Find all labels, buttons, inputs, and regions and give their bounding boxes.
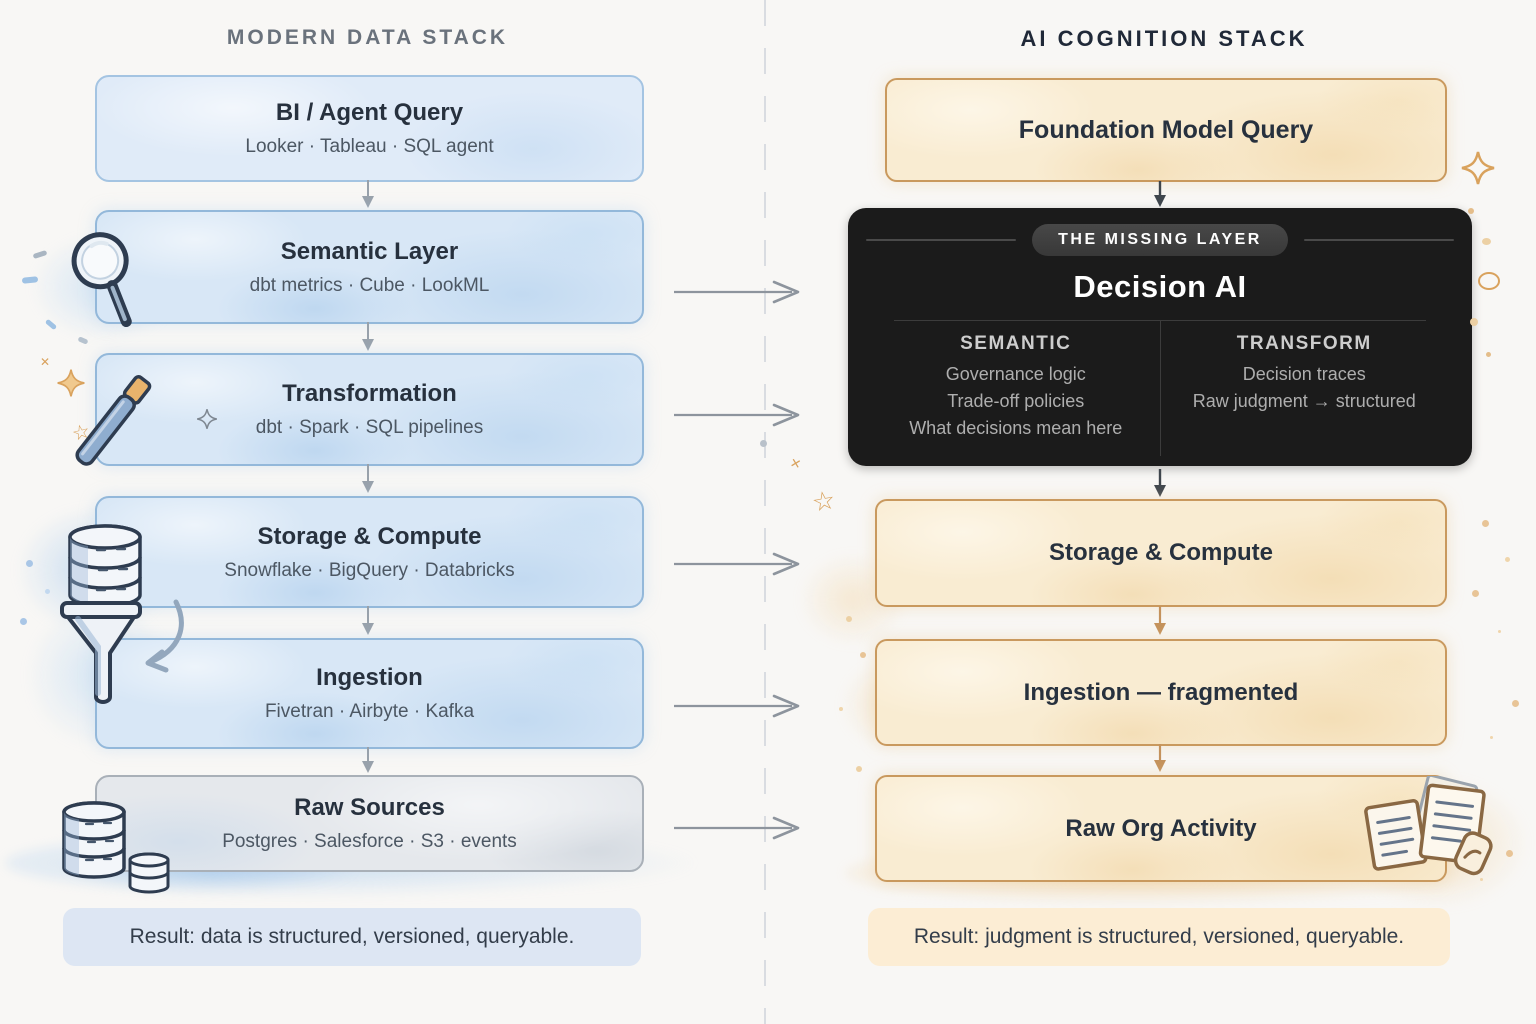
box-semantic-layer: Semantic Layer dbt metrics · Cube · Look… bbox=[95, 210, 644, 324]
flow-arrow-right bbox=[674, 816, 800, 840]
decor-dot bbox=[1482, 520, 1489, 527]
column-divider bbox=[764, 0, 766, 1024]
box-title: Raw Org Activity bbox=[1065, 814, 1257, 842]
decor-dot bbox=[1470, 318, 1478, 326]
sparkle-icon bbox=[57, 369, 85, 397]
down-arrow-tan bbox=[1154, 606, 1166, 635]
decor-dot bbox=[1486, 352, 1491, 357]
column-item: Trade-off policies bbox=[947, 391, 1085, 411]
box-title: BI / Agent Query bbox=[275, 99, 464, 126]
down-arrow bbox=[362, 322, 374, 351]
sparkle-icon bbox=[1461, 151, 1495, 185]
divider-line bbox=[894, 320, 1426, 321]
column-item: Raw judgment → structured bbox=[1192, 391, 1416, 411]
star-icon: ✕ bbox=[788, 454, 803, 473]
box-subtitle: dbt metrics · Cube · LookML bbox=[249, 274, 490, 296]
box-title: Raw Sources bbox=[294, 794, 445, 821]
column-header: SEMANTIC bbox=[960, 333, 1072, 354]
flow-arrow-right bbox=[674, 403, 800, 427]
sparkle-icon bbox=[197, 409, 217, 429]
paintbrush-icon bbox=[75, 375, 152, 466]
box-raw-sources: Raw Sources Postgres · Salesforce · S3 ·… bbox=[95, 775, 644, 872]
box-title: Storage & Compute bbox=[1048, 539, 1273, 566]
box-subtitle: Snowflake · BigQuery · Databricks bbox=[224, 559, 515, 581]
box-bi-agent-query: BI / Agent Query Looker · Tableau · SQL … bbox=[95, 75, 644, 182]
column-item: Decision traces bbox=[1242, 364, 1366, 384]
decor-dot bbox=[26, 560, 33, 567]
box-title: Semantic Layer bbox=[280, 237, 459, 265]
box-title: Transformation bbox=[282, 380, 457, 407]
box-subtitle: Postgres · Salesforce · S3 · events bbox=[222, 831, 517, 852]
down-arrow bbox=[362, 180, 374, 208]
box-transformation: Transformation dbt · Spark · SQL pipelin… bbox=[95, 353, 644, 466]
decor-dot bbox=[1468, 208, 1474, 214]
box-title: Ingestion bbox=[316, 664, 423, 691]
column-item: What decisions mean here bbox=[909, 418, 1123, 438]
flow-arrow-right bbox=[674, 694, 800, 718]
flow-arrow-right bbox=[674, 280, 800, 304]
column-header: TRANSFORM bbox=[1236, 333, 1372, 354]
down-arrow bbox=[362, 464, 374, 493]
down-arrow-tan bbox=[1154, 744, 1166, 772]
box-decision-ai: THE MISSING LAYER Decision AI SEMANTIC G… bbox=[848, 208, 1472, 466]
box-title: Storage & Compute bbox=[257, 522, 482, 550]
transform-column: TRANSFORM Decision traces Raw judgment →… bbox=[1159, 321, 1449, 456]
box-title: Foundation Model Query bbox=[1018, 115, 1314, 144]
box-ingestion-fragmented: Ingestion — fragmented bbox=[875, 639, 1447, 746]
decision-ai-title: Decision AI bbox=[1073, 269, 1247, 304]
curved-arrow-icon bbox=[145, 599, 184, 673]
decor-dot bbox=[760, 440, 767, 447]
decor-dot bbox=[1482, 238, 1491, 245]
missing-layer-badge: THE MISSING LAYER bbox=[1032, 224, 1288, 256]
box-subtitle: dbt · Spark · SQL pipelines bbox=[255, 417, 484, 438]
documents-icon bbox=[1364, 776, 1493, 876]
down-arrow-dark bbox=[1154, 469, 1166, 497]
funnel-icon bbox=[60, 601, 142, 704]
star-icon: ☆ bbox=[809, 484, 838, 518]
magnifier-icon bbox=[71, 232, 132, 328]
down-arrow-dark bbox=[1154, 181, 1166, 207]
decor-dot bbox=[846, 616, 852, 622]
box-subtitle: Fivetran · Airbyte · Kafka bbox=[264, 701, 475, 722]
box-storage-compute-right: Storage & Compute bbox=[875, 499, 1447, 607]
decor-circle bbox=[1478, 272, 1500, 290]
box-storage-compute: Storage & Compute Snowflake · BigQuery ·… bbox=[95, 496, 644, 608]
box-foundation-model-query: Foundation Model Query bbox=[885, 78, 1447, 182]
down-arrow bbox=[362, 606, 374, 635]
star-icon: ✕ bbox=[40, 355, 51, 369]
box-subtitle: Looker · Tableau · SQL agent bbox=[245, 136, 494, 157]
box-raw-org-activity: Raw Org Activity bbox=[875, 775, 1447, 882]
column-item: Governance logic bbox=[945, 364, 1086, 384]
down-arrow bbox=[362, 747, 374, 773]
left-result-banner: Result: data is structured, versioned, q… bbox=[63, 908, 641, 966]
box-title: Ingestion — fragmented bbox=[1023, 678, 1299, 706]
box-ingestion: Ingestion Fivetran · Airbyte · Kafka bbox=[95, 638, 644, 749]
left-column-title: MODERN DATA STACK bbox=[226, 26, 509, 49]
flow-arrow-right bbox=[674, 552, 800, 576]
right-result-banner: Result: judgment is structured, versione… bbox=[868, 908, 1450, 966]
right-column-title: AI COGNITION STACK bbox=[1020, 26, 1308, 51]
database-icon bbox=[68, 524, 142, 608]
pill-side-line bbox=[866, 239, 1017, 241]
database-stack-icon bbox=[62, 801, 170, 894]
semantic-column: SEMANTIC Governance logic Trade-off poli… bbox=[872, 321, 1160, 456]
pill-side-line bbox=[1303, 239, 1454, 241]
